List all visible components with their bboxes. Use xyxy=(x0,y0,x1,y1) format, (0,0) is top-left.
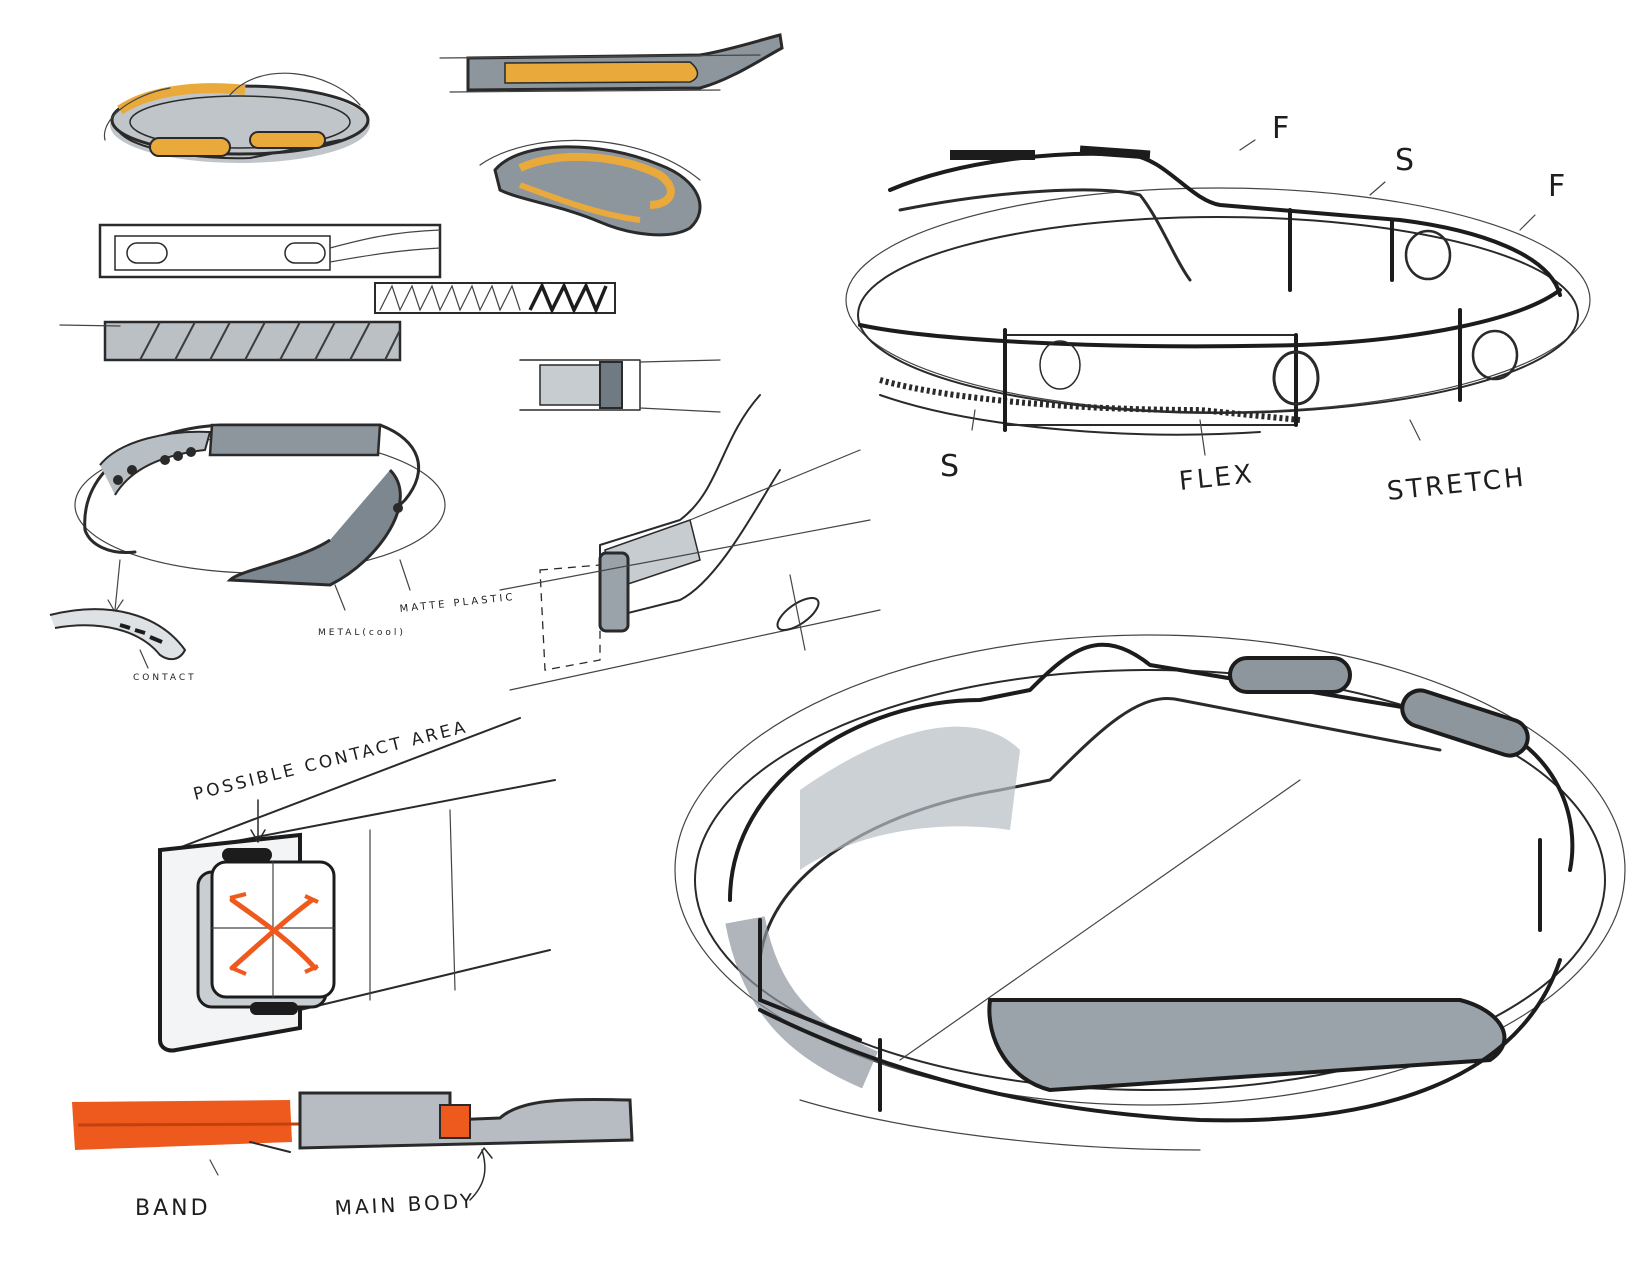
label-stretch: STRETCH xyxy=(1386,462,1528,506)
label-band: BAND xyxy=(135,1196,211,1221)
sketch-strap-buckle xyxy=(499,394,881,691)
label-f-top: F xyxy=(1272,111,1292,146)
label-main-body: MAIN BODY xyxy=(334,1189,476,1220)
label-possible-contact-area: POSSIBLE CONTACT AREA xyxy=(191,717,470,805)
sketch-hatched-bar xyxy=(59,320,402,362)
sketch-yellow-bar xyxy=(439,33,784,93)
sketch-zigzag-strip xyxy=(374,281,616,315)
sketch-yellow-bracelet xyxy=(103,72,370,163)
label-metal: METAL(cool) xyxy=(318,628,406,638)
sketch-large-bracelet xyxy=(674,634,1626,1151)
sketch-flex-stretch-band xyxy=(845,139,1591,456)
sketch-contact-closeup xyxy=(49,608,187,669)
sketch-clasp xyxy=(519,359,721,413)
sketch-band-section xyxy=(72,1091,634,1201)
label-matte-plastic: MATTE PLASTIC xyxy=(399,592,516,615)
sketch-contact-area xyxy=(158,717,556,1053)
label-flex: FLEX xyxy=(1178,459,1256,497)
label-s-top: S xyxy=(1395,143,1417,178)
sketch-grey-bracelet xyxy=(74,423,446,614)
label-f-right: F xyxy=(1548,169,1568,204)
label-contact: CONTACT xyxy=(133,673,197,683)
sketch-flat-band xyxy=(98,223,442,279)
label-s-bottom: S xyxy=(940,449,962,484)
sketch-yellow-twist xyxy=(479,139,702,237)
